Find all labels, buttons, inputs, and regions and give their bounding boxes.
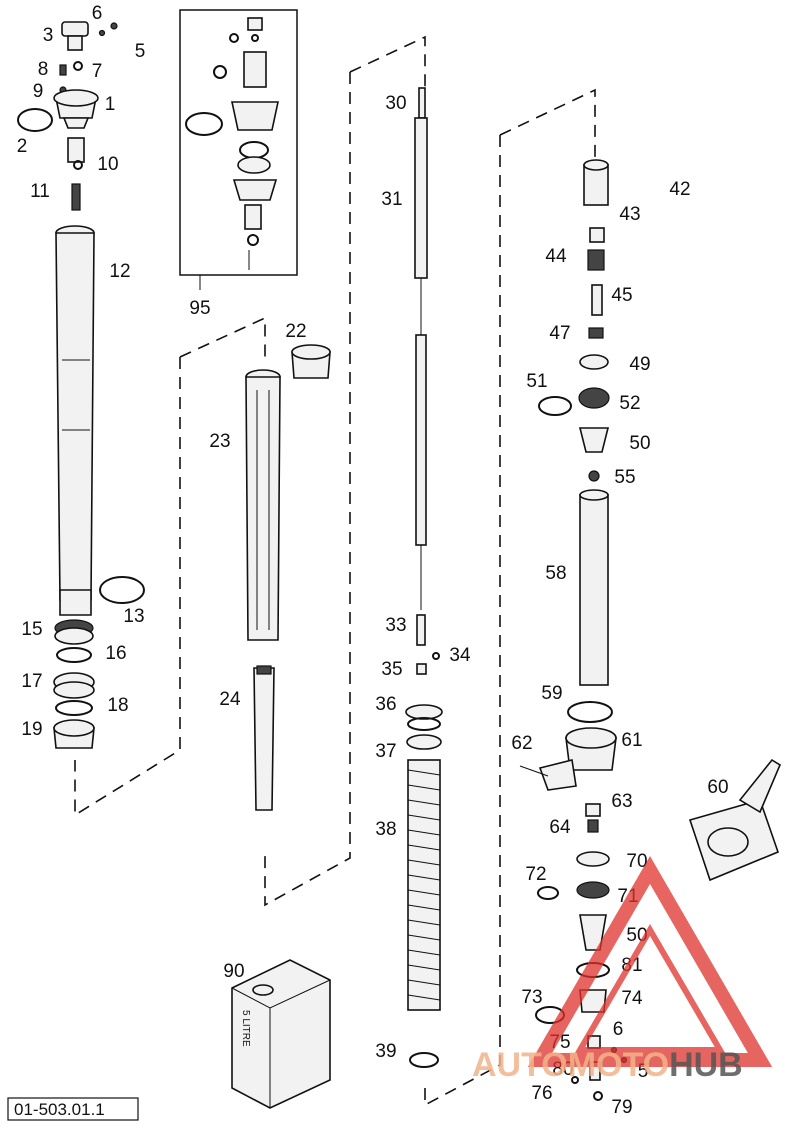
part-label-44: 44 [545,246,567,267]
part-label-30: 30 [385,93,406,114]
part-label-50: 50 [629,433,650,454]
part-label-15: 15 [21,619,42,640]
part-label-10: 10 [97,154,118,175]
part-label-74: 74 [621,988,643,1009]
part-label-6: 6 [92,3,103,24]
watermark-logo [527,856,773,1067]
oil-can: 5 LITRE [231,959,331,1109]
drawing-code-box [7,1097,139,1121]
watermark-text: AUTOMOTOHUB [472,1046,743,1084]
part-label-5: 5 [135,41,146,62]
part-label-8: 8 [38,59,49,80]
part-label-39: 39 [375,1041,396,1062]
part-label-51: 51 [526,371,547,392]
part-label-64: 64 [549,817,571,838]
part-label-63: 63 [611,791,632,812]
part-label-37: 37 [375,741,396,762]
part-label-5: 5 [638,1061,649,1082]
part-label-33: 33 [385,615,406,636]
part-label-12: 12 [109,261,130,282]
part-label-35: 35 [381,659,402,680]
part-label-52: 52 [619,393,640,414]
inset-kit-box [179,9,298,290]
part-label-70: 70 [626,851,647,872]
part-label-9: 9 [33,81,44,102]
oil-can-label: 5 LITRE [240,1010,251,1047]
part-label-19: 19 [21,719,42,740]
damper-rod-column [405,87,443,1068]
watermark-part-b: HUB [669,1046,743,1084]
part-label-72: 72 [525,864,546,885]
part-label-2: 2 [17,136,28,157]
part-label-3: 3 [43,25,54,46]
part-label-61: 61 [621,730,642,751]
part-label-42: 42 [669,179,690,200]
part-label-11: 11 [30,181,50,202]
part-label-24: 24 [219,689,241,710]
part-label-62: 62 [511,733,532,754]
part-label-76: 76 [531,1083,552,1104]
part-label-38: 38 [375,819,396,840]
part-number-labels: 1235678910111213151617181922232430313334… [17,3,729,1118]
part-label-16: 16 [105,643,126,664]
part-label-90: 90 [223,961,244,982]
part-label-36: 36 [375,694,396,715]
part-label-79: 79 [611,1097,632,1118]
part-label-22: 22 [285,321,306,342]
part-label-55: 55 [614,467,635,488]
part-label-73: 73 [521,987,542,1008]
part-label-49: 49 [629,354,650,375]
part-label-34: 34 [449,645,471,666]
part-label-58: 58 [545,563,566,584]
part-label-7: 7 [92,61,103,82]
part-label-31: 31 [381,189,402,210]
outer-tube-column [17,21,145,749]
part-label-13: 13 [123,606,144,627]
part-label-6: 6 [613,1019,624,1040]
part-label-1: 1 [105,94,116,115]
part-label-43: 43 [619,204,640,225]
part-label-47: 47 [549,323,570,344]
drawing-code: 01-503.01.1 [14,1100,105,1119]
part-label-60: 60 [707,777,728,798]
part-label-18: 18 [107,695,128,716]
part-label-17: 17 [21,671,42,692]
part-label-95: 95 [189,298,210,319]
part-label-23: 23 [209,431,230,452]
dashed-assembly-guides [74,35,596,1107]
part-label-59: 59 [541,683,562,704]
part-label-45: 45 [611,285,632,306]
watermark-part-a: AUTOMOTO [472,1046,669,1084]
axle-clamp-part [688,758,782,882]
inner-tube-column [245,344,331,811]
